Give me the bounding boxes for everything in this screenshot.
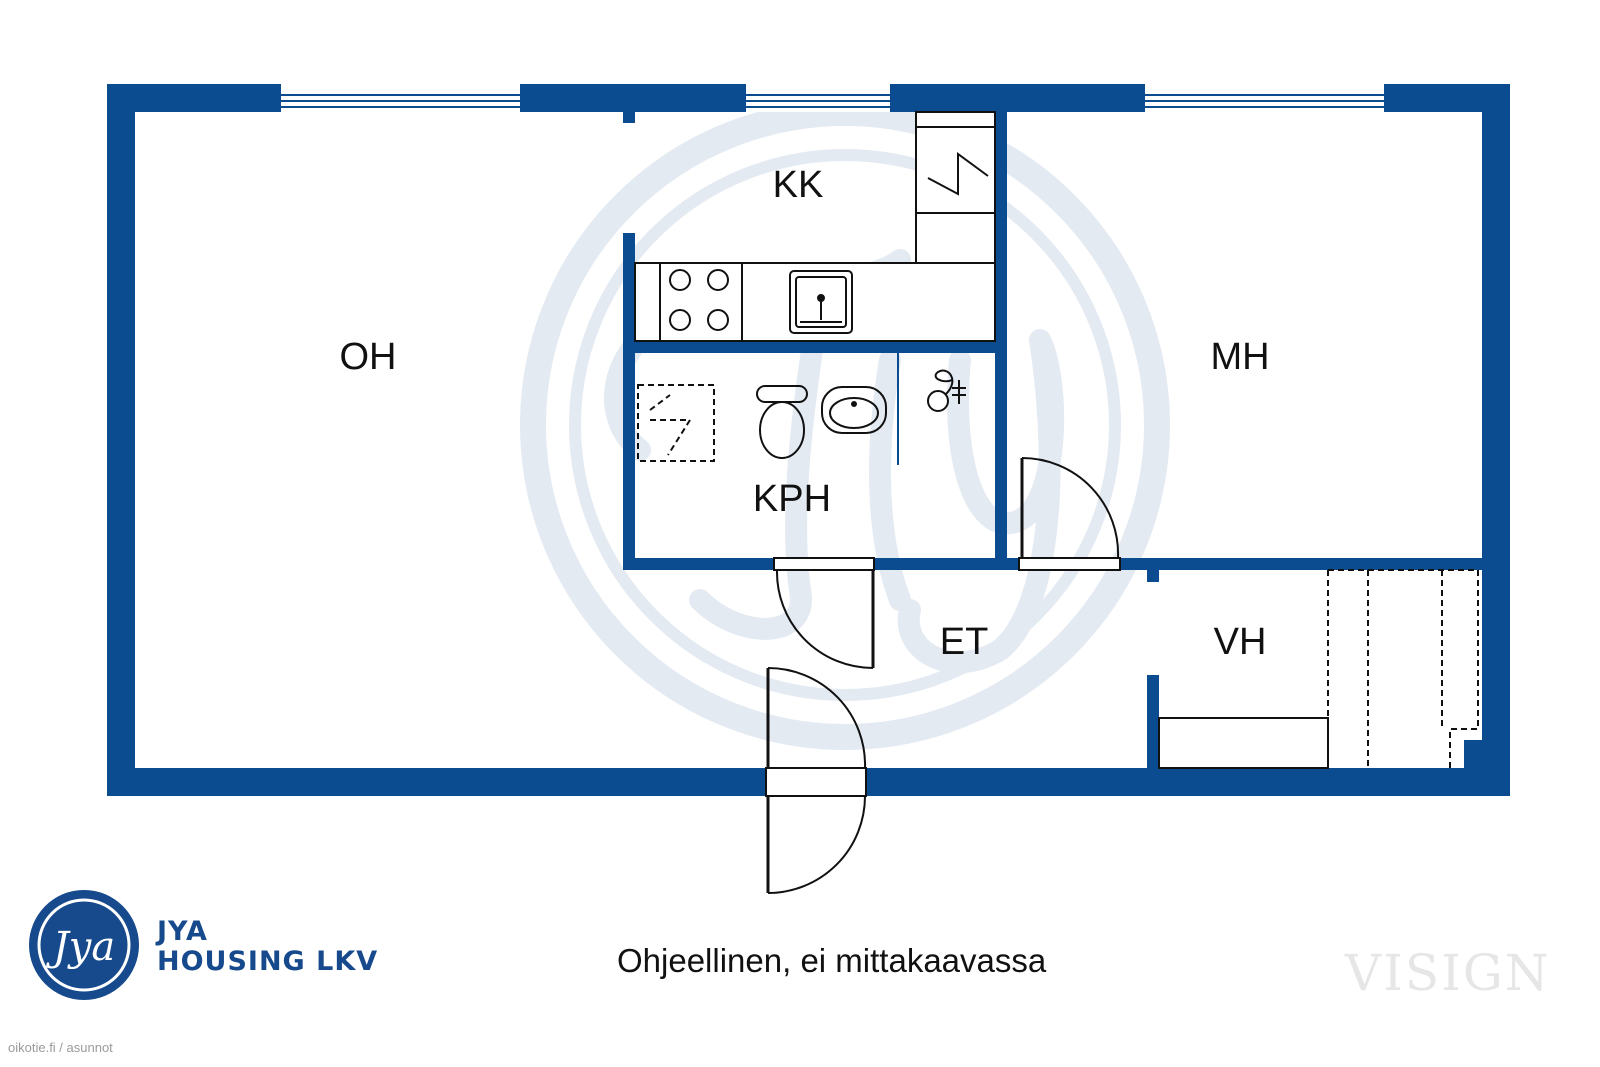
washbasin-icon [821, 386, 887, 434]
window-kk [746, 84, 890, 112]
sink-icon [789, 270, 853, 334]
kitchen-counter [634, 111, 996, 342]
wardrobe-dashed [1327, 569, 1479, 768]
door-mh [1018, 456, 1121, 571]
door-entrance [765, 667, 867, 894]
room-label-vh: VH [1214, 621, 1267, 663]
toilet-icon [756, 385, 808, 459]
room-label-kph: KPH [753, 478, 831, 520]
window-oh [281, 84, 520, 112]
room-label-mh: MH [1210, 336, 1269, 378]
brand-name-line1: JYA [157, 916, 208, 947]
room-label-et: ET [940, 621, 989, 663]
brand-logo-text: Jya [46, 924, 115, 970]
windows [281, 84, 1384, 112]
stove-icon [659, 262, 743, 342]
room-label-kk: KK [773, 164, 824, 206]
visign-watermark: VISIGN [1345, 944, 1551, 1002]
source-credit: oikotie.fi / asunnot [8, 1040, 113, 1055]
interior-walls [623, 112, 1482, 768]
shower-icon [637, 384, 715, 462]
room-label-oh: OH [340, 336, 397, 378]
washing-machine-connection-icon [927, 369, 966, 412]
scale-disclaimer: Ohjeellinen, ei mittakaavassa [617, 942, 1047, 979]
window-mh [1145, 84, 1384, 112]
wardrobe [1158, 717, 1329, 769]
door-kph [773, 557, 875, 669]
brand-logo: Jya [29, 890, 139, 1000]
brand-name-line2: HOUSING LKV [157, 946, 379, 977]
